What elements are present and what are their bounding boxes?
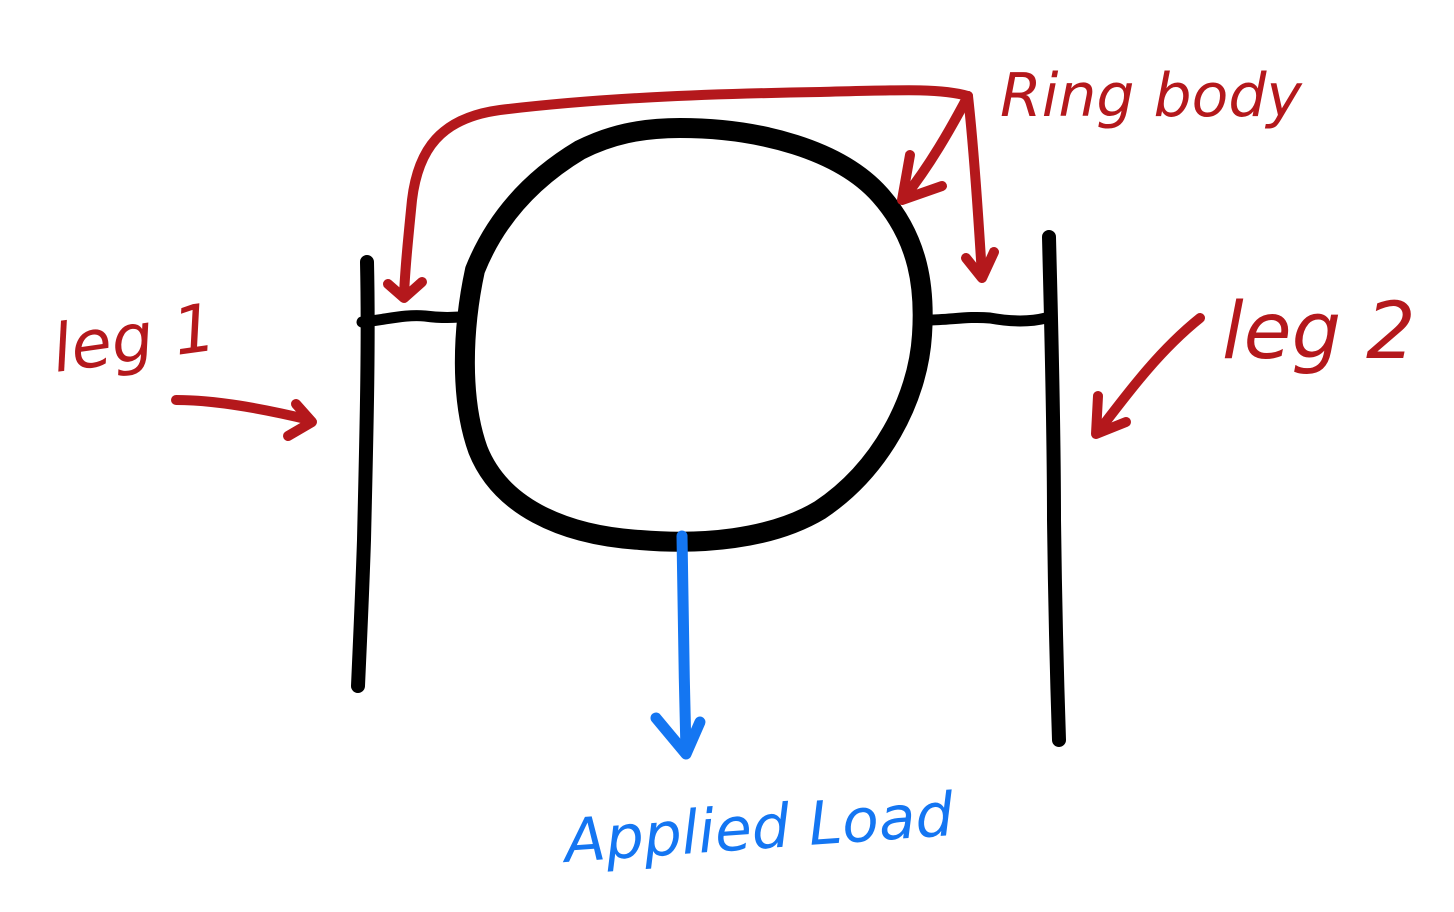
load-arrowhead: [650, 712, 706, 760]
leg1-arrowhead: [283, 399, 317, 441]
ring-body-arrowhead-leg2: [961, 247, 999, 283]
leg-1-bar: [351, 255, 375, 693]
ring-body-arrow-to-ring: [899, 91, 973, 203]
leg-2-connector: [922, 311, 1052, 327]
leg-1-label: leg 1: [48, 289, 221, 388]
ring-body-arrowhead-ring: [897, 150, 947, 205]
ring-body-arrowhead-leg1: [383, 277, 427, 303]
leg-2-label: leg 2: [1222, 287, 1416, 377]
ring-body-label: Ring body: [1000, 61, 1303, 131]
ring-body-arrow-to-leg1: [399, 85, 973, 301]
ring-body: [454, 118, 933, 552]
leg2-arrow: [1093, 313, 1205, 437]
applied-load-label: Applied Load: [558, 780, 956, 877]
ring-body-arrow-to-leg2: [963, 91, 987, 281]
leg-1-connector: [356, 310, 474, 328]
leg1-arrow: [171, 395, 315, 425]
leg2-arrowhead: [1091, 391, 1131, 439]
load-arrow-shaft: [676, 530, 692, 758]
leg-2-bar: [1042, 230, 1066, 747]
